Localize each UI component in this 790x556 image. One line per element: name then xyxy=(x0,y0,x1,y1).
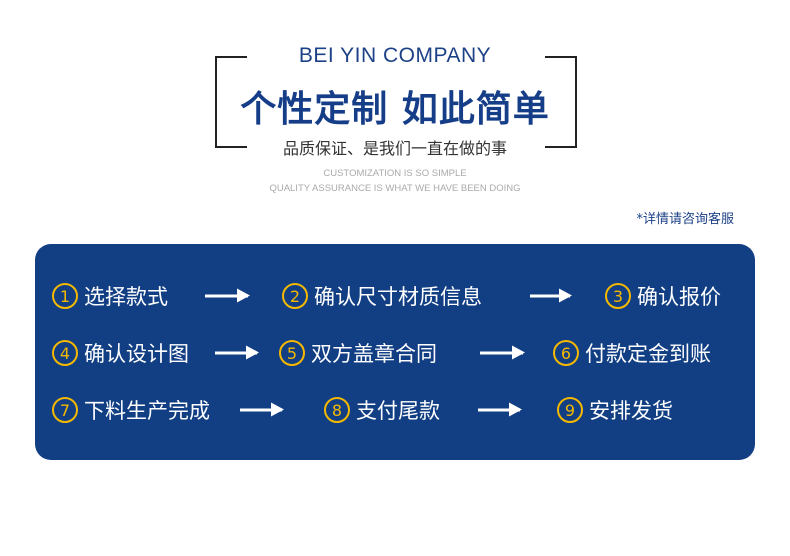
step-label: 双方盖章合同 xyxy=(311,342,437,366)
step-label: 支付尾款 xyxy=(356,399,440,423)
step-number: 6 xyxy=(553,340,579,366)
step-label: 确认报价 xyxy=(637,285,721,309)
step-label: 确认设计图 xyxy=(84,342,189,366)
step-label: 安排发货 xyxy=(589,399,673,423)
arrow-right-icon xyxy=(478,402,522,417)
english-line-2: QUALITY ASSURANCE IS WHAT WE HAVE BEEN D… xyxy=(269,183,521,194)
arrow-right-icon xyxy=(240,402,284,417)
bracket-right xyxy=(545,56,577,148)
step-number: 7 xyxy=(52,397,78,423)
process-panel xyxy=(35,244,755,460)
step-number: 9 xyxy=(557,397,583,423)
arrow-right-icon xyxy=(215,345,259,360)
step-number: 5 xyxy=(279,340,305,366)
page-title: 个性定制 如此简单 xyxy=(240,89,550,130)
subtitle: 品质保证、是我们一直在做的事 xyxy=(282,139,507,158)
step-number: 3 xyxy=(605,283,631,309)
company-name: BEI YIN COMPANY xyxy=(298,44,492,67)
step-label: 确认尺寸材质信息 xyxy=(314,285,482,309)
arrow-right-icon xyxy=(480,345,525,360)
step-label: 付款定金到账 xyxy=(585,342,711,366)
english-line-1: CUSTOMIZATION IS SO SIMPLE xyxy=(323,168,467,179)
step-number: 1 xyxy=(52,283,78,309)
arrow-right-icon xyxy=(530,288,572,303)
step-label: 下料生产完成 xyxy=(84,399,210,423)
note: *详情请咨询客服 xyxy=(636,212,734,227)
step-number: 2 xyxy=(282,283,308,309)
step-label: 选择款式 xyxy=(84,285,168,309)
step-number: 4 xyxy=(52,340,78,366)
arrow-right-icon xyxy=(205,288,250,303)
step-number: 8 xyxy=(324,397,350,423)
bracket-left xyxy=(215,56,247,148)
